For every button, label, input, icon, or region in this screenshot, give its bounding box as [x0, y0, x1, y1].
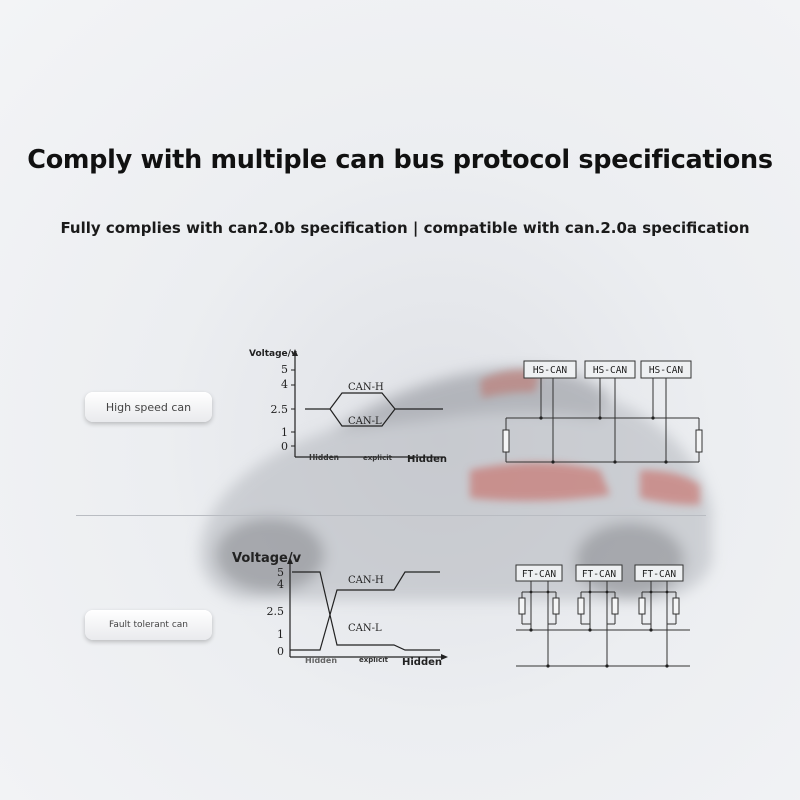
hs-tick-marks — [291, 369, 295, 447]
ft-tick-2-5: 2.5 — [267, 605, 285, 618]
section-divider — [76, 515, 706, 516]
ft-node-3-label: FT-CAN — [642, 569, 677, 580]
hs-can-h-line — [305, 392, 443, 410]
hs-x-hidden-1: Hidden — [309, 453, 339, 462]
ft-can-l-label: CAN-L — [348, 623, 382, 634]
fault-tolerant-can-button[interactable]: Fault tolerant can — [85, 610, 212, 640]
ft-junctions — [529, 590, 669, 668]
ft-x-hidden-2: Hidden — [402, 657, 442, 668]
hs-tick-1: 1 — [281, 426, 288, 439]
ft-can-h-label: CAN-H — [348, 575, 384, 586]
page-title: Comply with multiple can bus protocol sp… — [27, 145, 773, 175]
high-speed-can-button[interactable]: High speed can — [85, 392, 212, 422]
hs-bus-wires — [505, 378, 700, 463]
ft-x-explicit: explicit — [359, 656, 389, 664]
page-subtitle: Fully complies with can2.0b specificatio… — [60, 219, 750, 237]
hs-tick-2-5: 2.5 — [271, 403, 289, 416]
ft-node-2-label: FT-CAN — [582, 569, 617, 580]
hs-tick-0: 0 — [281, 440, 288, 453]
ft-tick-5: 5 — [277, 566, 284, 579]
ft-x-hidden-1: Hidden — [305, 656, 337, 665]
hs-can-h-label: CAN-H — [348, 382, 384, 393]
ft-x-axis-arrow — [441, 654, 448, 660]
ft-node-2 — [575, 564, 623, 582]
hs-can-l-line — [329, 408, 396, 427]
hs-terminator-right — [695, 429, 703, 453]
ft-can-h-line — [290, 571, 440, 651]
ft-tick-0: 0 — [277, 645, 284, 658]
hs-tick-5: 5 — [281, 363, 288, 376]
ft-termination-resistors — [518, 597, 680, 615]
hs-x-hidden-2: Hidden — [407, 454, 447, 465]
ft-node-1-label: FT-CAN — [522, 569, 557, 580]
hs-junctions — [539, 416, 668, 464]
hs-node-1-label: HS-CAN — [533, 365, 568, 376]
ft-node-3 — [634, 564, 684, 582]
ft-node-1 — [515, 564, 563, 582]
ft-tick-1: 1 — [277, 628, 284, 641]
hs-x-explicit: explicit — [363, 454, 393, 462]
hs-y-axis-arrow — [292, 349, 298, 356]
ft-y-axis-arrow — [287, 557, 293, 564]
hs-terminator-left — [502, 429, 510, 453]
hs-node-2-label: HS-CAN — [593, 365, 628, 376]
hs-can-l-label: CAN-L — [348, 416, 382, 427]
hs-node-1 — [523, 360, 577, 379]
hs-tick-4: 4 — [281, 378, 288, 391]
ft-can-l-line — [292, 571, 440, 651]
ft-axis-title: Voltage/v — [232, 551, 302, 566]
ft-bus-wires — [516, 581, 690, 667]
hs-axis-title: Voltage/v — [249, 349, 297, 359]
hs-node-2 — [584, 360, 636, 379]
ft-tick-4: 4 — [277, 578, 284, 591]
hs-node-3-label: HS-CAN — [649, 365, 684, 376]
